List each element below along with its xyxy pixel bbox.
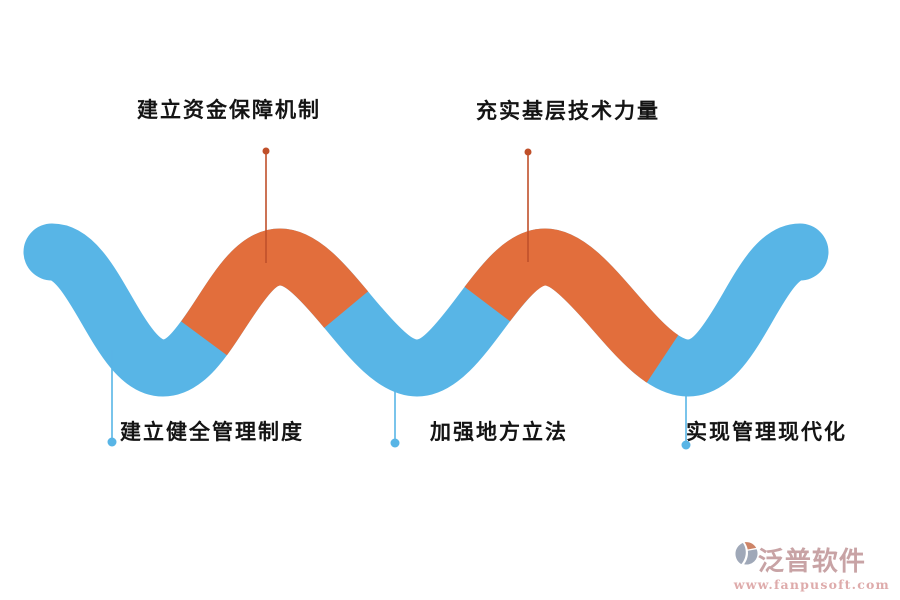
ribbon-wave-blue (23, 223, 829, 397)
logo-icon-right-piece (743, 549, 758, 565)
pointer-dot-top-1 (262, 147, 270, 155)
logo-icon-left-piece (735, 542, 746, 565)
label-top-2: 充实基层技术力量 (476, 99, 660, 123)
label-bottom-3: 实现管理现代化 (686, 420, 847, 444)
fanpu-logo-url: www.fanpusoft.com (733, 577, 890, 592)
label-bottom-1: 建立健全管理制度 (120, 420, 304, 444)
pointer-dot-bottom-2 (390, 438, 400, 448)
label-top-1: 建立资金保障机制 (137, 98, 321, 122)
logo-icon-swirl-orange (744, 542, 756, 550)
pointer-dot-bottom-1 (107, 437, 117, 447)
fanpu-logo-name: 泛普软件 (757, 547, 866, 577)
pointer-dot-bottom-3 (681, 440, 691, 450)
fanpu-logo-icon (735, 542, 758, 565)
pointer-dot-top-2 (524, 148, 532, 156)
label-bottom-2: 加强地方立法 (430, 420, 568, 444)
fanpu-logo: 泛普软件 www.fanpusoft.com (734, 541, 890, 592)
